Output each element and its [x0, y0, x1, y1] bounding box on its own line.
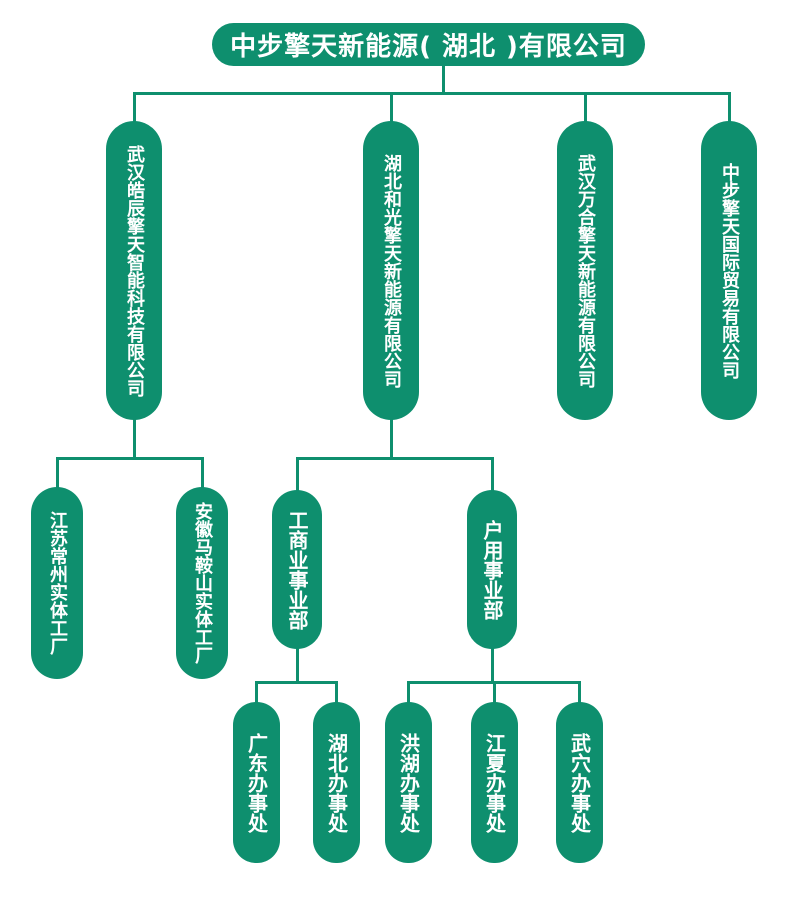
connector-drop-subsidiary-1 — [133, 92, 136, 123]
org-node-subsidiary-wuhan-haochen: 武汉皓辰擎天智能科技有限公司 — [106, 121, 162, 420]
connector-drop-subsidiary-3 — [584, 92, 587, 123]
org-node-subsidiary-intl-trade: 中步擎天国际贸易有限公司 — [701, 121, 757, 420]
org-node-factory-maanshan: 安徽马鞍山实体工厂 — [176, 487, 228, 679]
connector-drop-office-guangdong — [255, 681, 258, 704]
connector-divisions-bar — [296, 457, 494, 460]
connector-drop-division-1 — [296, 457, 299, 492]
org-node-root: 中步擎天新能源( 湖北 )有限公司 — [212, 23, 645, 66]
org-node-office-jiangxia: 江夏办事处 — [471, 702, 518, 863]
org-node-office-guangdong: 广东办事处 — [233, 702, 280, 863]
connector-drop-office-jiangxia — [493, 681, 496, 704]
connector-drop-factory-2 — [201, 457, 204, 490]
connector-drop-subsidiary-2 — [390, 92, 393, 123]
connector-drop-factory-1 — [56, 457, 59, 490]
connector-offices-commercial-bar — [255, 681, 338, 684]
connector-subsidiary1-drop — [133, 419, 136, 459]
org-node-office-hubei: 湖北办事处 — [313, 702, 360, 863]
connector-level1-bar — [133, 92, 731, 95]
connector-division1-drop — [296, 648, 299, 683]
connector-drop-office-wuxue — [578, 681, 581, 704]
org-node-subsidiary-wuhan-wanhe: 武汉万合擎天新能源有限公司 — [557, 121, 613, 420]
connector-root-drop — [442, 65, 445, 94]
connector-drop-office-hubei — [335, 681, 338, 704]
connector-drop-subsidiary-4 — [728, 92, 731, 123]
connector-subsidiary2-drop — [390, 419, 393, 459]
connector-division2-drop — [491, 648, 494, 683]
org-node-factory-changzhou: 江苏常州实体工厂 — [31, 487, 83, 679]
org-node-office-wuxue: 武穴办事处 — [556, 702, 603, 863]
org-node-division-household: 户用事业部 — [467, 490, 517, 649]
connector-drop-division-2 — [491, 457, 494, 492]
org-node-subsidiary-hubei-heguang: 湖北和光擎天新能源有限公司 — [363, 121, 419, 420]
org-node-division-commercial: 工商业事业部 — [272, 490, 322, 649]
connector-factories-bar — [56, 457, 204, 460]
org-node-office-honghu: 洪湖办事处 — [385, 702, 432, 863]
connector-drop-office-honghu — [407, 681, 410, 704]
